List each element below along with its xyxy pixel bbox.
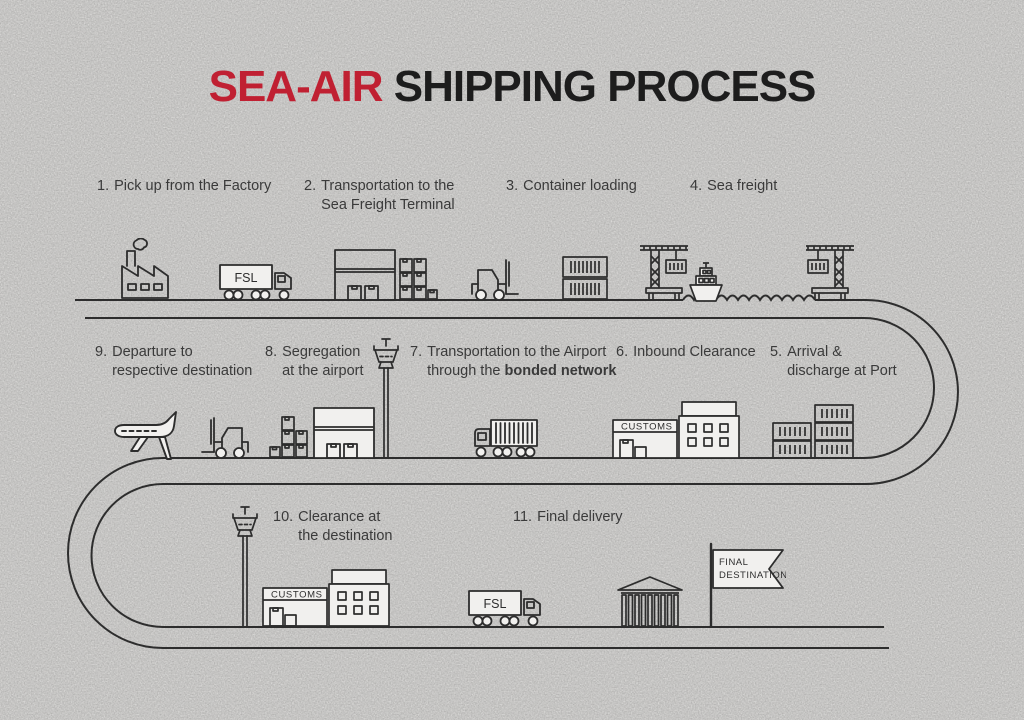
title-rest: SHIPPING PROCESS bbox=[393, 62, 817, 111]
cargo-boxes-icon bbox=[399, 258, 438, 300]
step-label-4: 4. Sea freight bbox=[690, 178, 778, 194]
fsl-truck-icon: FSL bbox=[219, 264, 292, 301]
svg-text:CUSTOMS: CUSTOMS bbox=[271, 590, 323, 601]
svg-text:FSL: FSL bbox=[484, 597, 507, 611]
factory-icon bbox=[121, 238, 169, 299]
container-truck-icon bbox=[474, 419, 538, 458]
svg-text:FSL: FSL bbox=[235, 271, 258, 285]
port-crane-icon bbox=[640, 245, 688, 300]
customs-building-icon: CUSTOMS bbox=[262, 569, 390, 626]
control-tower-icon bbox=[373, 338, 399, 458]
step-label-9: 9. Departure to respective destination bbox=[95, 344, 253, 379]
step-label-3: 3. Container loading bbox=[506, 178, 637, 194]
destination-building-icon bbox=[617, 576, 683, 626]
control-tower-icon bbox=[232, 506, 258, 626]
fsl-truck-icon: FSL bbox=[468, 590, 541, 627]
port-crane-icon bbox=[806, 245, 854, 300]
forklift-icon bbox=[471, 259, 519, 301]
page-title: SEA-AIR SHIPPING PROCESS bbox=[0, 62, 1024, 112]
container-stack-icon bbox=[562, 256, 608, 300]
ship-icon bbox=[689, 262, 723, 302]
step-label-2: 2. Transportation to the Sea Freight Ter… bbox=[304, 178, 455, 213]
svg-text:DESTINATION: DESTINATION bbox=[719, 570, 786, 581]
route-line-inner bbox=[67, 317, 935, 649]
svg-text:FINAL: FINAL bbox=[719, 557, 748, 568]
title-accent: SEA-AIR bbox=[208, 62, 384, 111]
step-label-7: 7. Transportation to the Airport through… bbox=[410, 344, 617, 379]
warehouse-icon bbox=[334, 249, 396, 301]
svg-text:CUSTOMS: CUSTOMS bbox=[621, 422, 673, 433]
airplane-icon bbox=[114, 411, 177, 460]
step-label-8: 8. Segregation at the airport bbox=[265, 344, 364, 379]
final-destination-flag-icon: FINAL DESTINATION bbox=[709, 542, 786, 627]
step-label-11: 11. Final delivery bbox=[513, 509, 623, 525]
step-label-10: 10. Clearance at the destination bbox=[273, 509, 393, 544]
warehouse-icon bbox=[313, 407, 375, 459]
step-label-5: 5. Arrival & discharge at Port bbox=[770, 344, 897, 379]
forklift-icon bbox=[201, 417, 249, 459]
customs-building-icon: CUSTOMS bbox=[612, 401, 740, 458]
step-label-6: 6. Inbound Clearance bbox=[616, 344, 756, 360]
cargo-boxes-icon bbox=[269, 416, 308, 458]
step-label-1: 1. Pick up from the Factory bbox=[97, 178, 272, 194]
container-stacks-icon bbox=[772, 404, 854, 458]
